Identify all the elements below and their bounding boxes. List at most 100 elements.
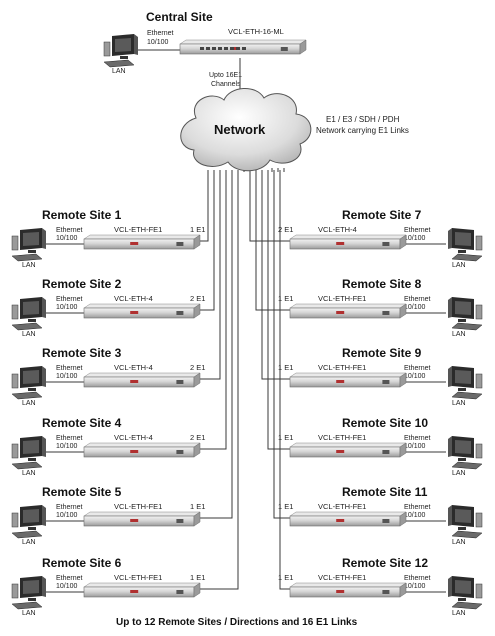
keyboard-icon (11, 601, 43, 610)
e1-link-count: 1 E1 (190, 502, 205, 511)
speed-label: 10/100 (404, 235, 426, 242)
remote-site-title: Remote Site 9 (342, 346, 422, 360)
keyboard-icon (451, 322, 483, 331)
device-icon (289, 303, 407, 319)
device-led-icon (130, 450, 139, 453)
device-led-icon (130, 380, 139, 383)
device-model-label: VCL-ETH-4 (114, 433, 153, 442)
screen-icon (23, 232, 39, 246)
e1-link-count: 1 E1 (278, 573, 293, 582)
device-top-icon (289, 234, 407, 240)
keyboard-icon (451, 461, 483, 470)
ethernet-label: Ethernet (56, 227, 83, 234)
keyboard-icon (451, 391, 483, 400)
computer-icon (448, 436, 483, 470)
monitor-stand-icon (28, 527, 36, 530)
lan-label: LAN (22, 539, 36, 546)
speed-label: 10/100 (404, 583, 426, 590)
ethernet-label: Ethernet (404, 435, 431, 442)
lan-label: LAN (452, 262, 466, 269)
device-icon (289, 372, 407, 388)
remote-site-title: Remote Site 4 (42, 416, 122, 430)
network-label: Network (214, 122, 266, 137)
device-side-icon (193, 234, 201, 250)
device-led-icon (336, 590, 345, 593)
device-icon (289, 582, 407, 598)
device-top-icon (289, 582, 407, 588)
cloud-icon (180, 88, 312, 172)
speed-label: 10/100 (56, 373, 78, 380)
monitor-side-icon (42, 505, 46, 526)
central-device-icon (179, 39, 307, 55)
screen-icon (23, 440, 39, 454)
device-port-icon (176, 311, 184, 315)
device-top-icon (83, 234, 201, 240)
speed-label: 10/100 (404, 304, 426, 311)
speed-label: 10/100 (404, 443, 426, 450)
remote-site-title: Remote Site 7 (342, 208, 422, 222)
computer-icon (11, 505, 46, 539)
screen-icon (23, 509, 39, 523)
keyboard-icon (11, 391, 43, 400)
monitor-side-icon (42, 228, 46, 249)
speed-label: 10/100 (56, 443, 78, 450)
remote-site-title: Remote Site 12 (342, 556, 428, 570)
remote-site-title: Remote Site 8 (342, 277, 422, 291)
screen-icon (455, 301, 471, 315)
e1-link-line (273, 170, 290, 519)
keyboard-icon (11, 253, 43, 262)
device-port-icon (382, 519, 390, 523)
screen-icon (455, 370, 471, 384)
e1-link-line (249, 170, 290, 242)
computer-icon (11, 366, 46, 400)
device-led-icon (130, 590, 139, 593)
monitor-side-icon (448, 576, 452, 597)
device-side-icon (399, 442, 407, 458)
e1-link-count: 1 E1 (190, 573, 205, 582)
remote-site-title: Remote Site 1 (42, 208, 122, 222)
e1-link-count: 1 E1 (190, 225, 205, 234)
device-side-icon (399, 511, 407, 527)
tower-icon (11, 304, 19, 320)
ethernet-label: Ethernet (404, 296, 431, 303)
device-side-icon (193, 303, 201, 319)
screen-icon (23, 301, 39, 315)
device-port-icon (382, 450, 390, 454)
e1-links (46, 168, 446, 593)
monitor-side-icon (448, 297, 452, 318)
device-port-icon (382, 590, 390, 594)
lan-label: LAN (452, 470, 466, 477)
screen-icon (455, 440, 471, 454)
computer-icon (448, 505, 483, 539)
device-port-icon (280, 47, 288, 51)
central-port-icon (206, 47, 210, 50)
device-top-icon (179, 39, 307, 45)
e1-link-line (194, 170, 233, 519)
remote-site-12: Remote Site 12Ethernet10/100VCL-ETH-FE11… (278, 556, 483, 617)
computer-icon (11, 436, 46, 470)
keyboard-icon (451, 530, 483, 539)
remote-site-title: Remote Site 5 (42, 485, 122, 499)
monitor-stand-icon (458, 458, 466, 461)
device-icon (83, 372, 201, 388)
lan-label: LAN (22, 470, 36, 477)
network-note-line1: E1 / E3 / SDH / PDH (326, 115, 400, 124)
device-side-icon (299, 39, 307, 55)
speed-label: 10/100 (56, 583, 78, 590)
device-side-icon (399, 234, 407, 250)
monitor-stand-icon (458, 388, 466, 391)
e1-link-count: 1 E1 (278, 433, 293, 442)
device-icon (289, 511, 407, 527)
device-side-icon (193, 372, 201, 388)
tower-icon (475, 235, 483, 251)
monitor-side-icon (448, 505, 452, 526)
speed-label: 10/100 (404, 512, 426, 519)
e1-link-count: 2 E1 (278, 225, 293, 234)
e1-link-count: 1 E1 (278, 502, 293, 511)
computer-icon (448, 297, 483, 331)
computer-icon (11, 297, 46, 331)
central-computer-icon (103, 34, 138, 68)
